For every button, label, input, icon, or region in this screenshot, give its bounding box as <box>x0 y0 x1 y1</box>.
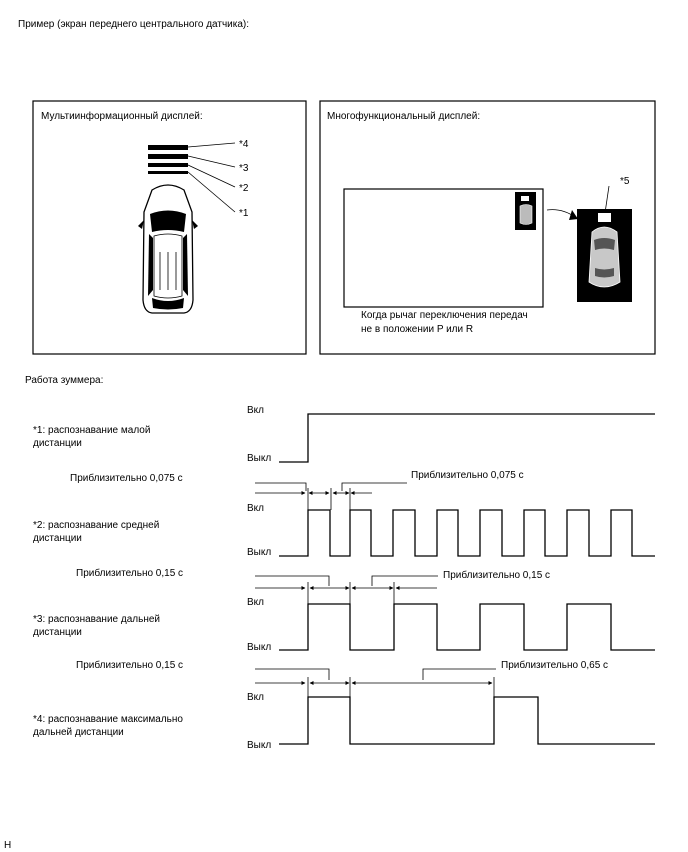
sensor-bar-1 <box>148 171 188 174</box>
car-top-view-icon <box>138 184 198 314</box>
page-title: Пример (экран переднего центрального дат… <box>18 19 249 30</box>
signal-4-waveform: *4: распознавание максимально дальней ди… <box>33 692 655 751</box>
timing-2-left-label: Приблизительно 0,15 с <box>76 567 183 579</box>
caption-line-1: Когда рычаг переключения передач <box>361 310 528 321</box>
footer-code: H <box>4 840 11 851</box>
leader-line-4 <box>187 142 236 148</box>
leader-line-2 <box>187 164 236 188</box>
leader-line-3 <box>187 155 236 168</box>
signal-4-label-line1: *4: распознавание максимально <box>33 714 183 725</box>
caption-line-2: не в положении P или R <box>361 324 473 335</box>
signal-2-on-label: Вкл <box>247 503 264 514</box>
buzzer-heading: Работа зуммера: <box>25 374 103 386</box>
screen-frame <box>343 188 544 308</box>
right-panel-frame <box>319 100 656 355</box>
timing-3-right-label: Приблизительно 0,65 с <box>501 659 608 671</box>
signal-1-on-label: Вкл <box>247 405 264 416</box>
timing-3-left-label: Приблизительно 0,15 с <box>76 659 183 671</box>
signal-2-waveform: *2: распознавание средней дистанции Вкл … <box>33 503 655 558</box>
sensor-bar-2 <box>148 163 188 167</box>
signal-3-waveform: *3: распознавание дальней дистанции Вкл … <box>33 597 655 653</box>
signal-2-label-line1: *2: распознавание средней <box>33 520 159 531</box>
multi-info-display-panel: Мультиинформационный дисплей: *4 *3 *2 *… <box>32 100 307 355</box>
left-label-2: *2 <box>239 183 249 194</box>
signal-1-label-line1: *1: распознавание малой <box>33 425 150 436</box>
signal-3-off-label: Выкл <box>247 642 271 653</box>
multi-function-display-panel: Многофункциональный дисплей: *5 Когда ры… <box>319 100 656 355</box>
marker-5: *5 <box>620 176 630 187</box>
timing-2-dimensions: Приблизительно 0,15 с Приблизительно 0,1… <box>76 567 550 604</box>
zoom-arrow-icon <box>569 210 578 220</box>
signal-1-label-line2: дистанции <box>33 438 82 449</box>
leader-line-1 <box>187 171 236 213</box>
signal-4-label-line2: дальней дистанции <box>33 727 124 738</box>
timing-2-right-label: Приблизительно 0,15 с <box>443 569 550 581</box>
signal-4-off-label: Выкл <box>247 740 271 751</box>
right-panel-title: Многофункциональный дисплей: <box>327 110 480 122</box>
left-panel-title: Мультиинформационный дисплей: <box>41 110 203 122</box>
sensor-bar-3 <box>148 154 188 159</box>
timing-3-dimensions: Приблизительно 0,15 с Приблизительно 0,6… <box>76 659 608 697</box>
signal-2-off-label: Выкл <box>247 547 271 558</box>
timing-1-left-label: Приблизительно 0,075 с <box>70 472 183 484</box>
left-panel-frame <box>32 100 307 355</box>
signal-1-off-label: Выкл <box>247 453 271 464</box>
signal-3-on-label: Вкл <box>247 597 264 608</box>
timing-1-right-label: Приблизительно 0,075 с <box>411 469 524 481</box>
left-label-4: *4 <box>239 139 249 150</box>
signal-1-waveform: *1: распознавание малой дистанции Вкл Вы… <box>33 405 655 464</box>
sensor-bar-4 <box>148 145 188 150</box>
left-label-3: *3 <box>239 163 249 174</box>
signal-4-on-label: Вкл <box>247 692 264 703</box>
left-label-1: *1 <box>239 208 249 219</box>
timing-1-dimensions: Приблизительно 0,075 с Приблизительно 0,… <box>70 469 524 510</box>
signal-2-label-line2: дистанции <box>33 533 82 544</box>
signal-3-label-line1: *3: распознавание дальней <box>33 614 160 625</box>
sensor-highlight <box>598 213 611 222</box>
signal-3-label-line2: дистанции <box>33 627 82 638</box>
